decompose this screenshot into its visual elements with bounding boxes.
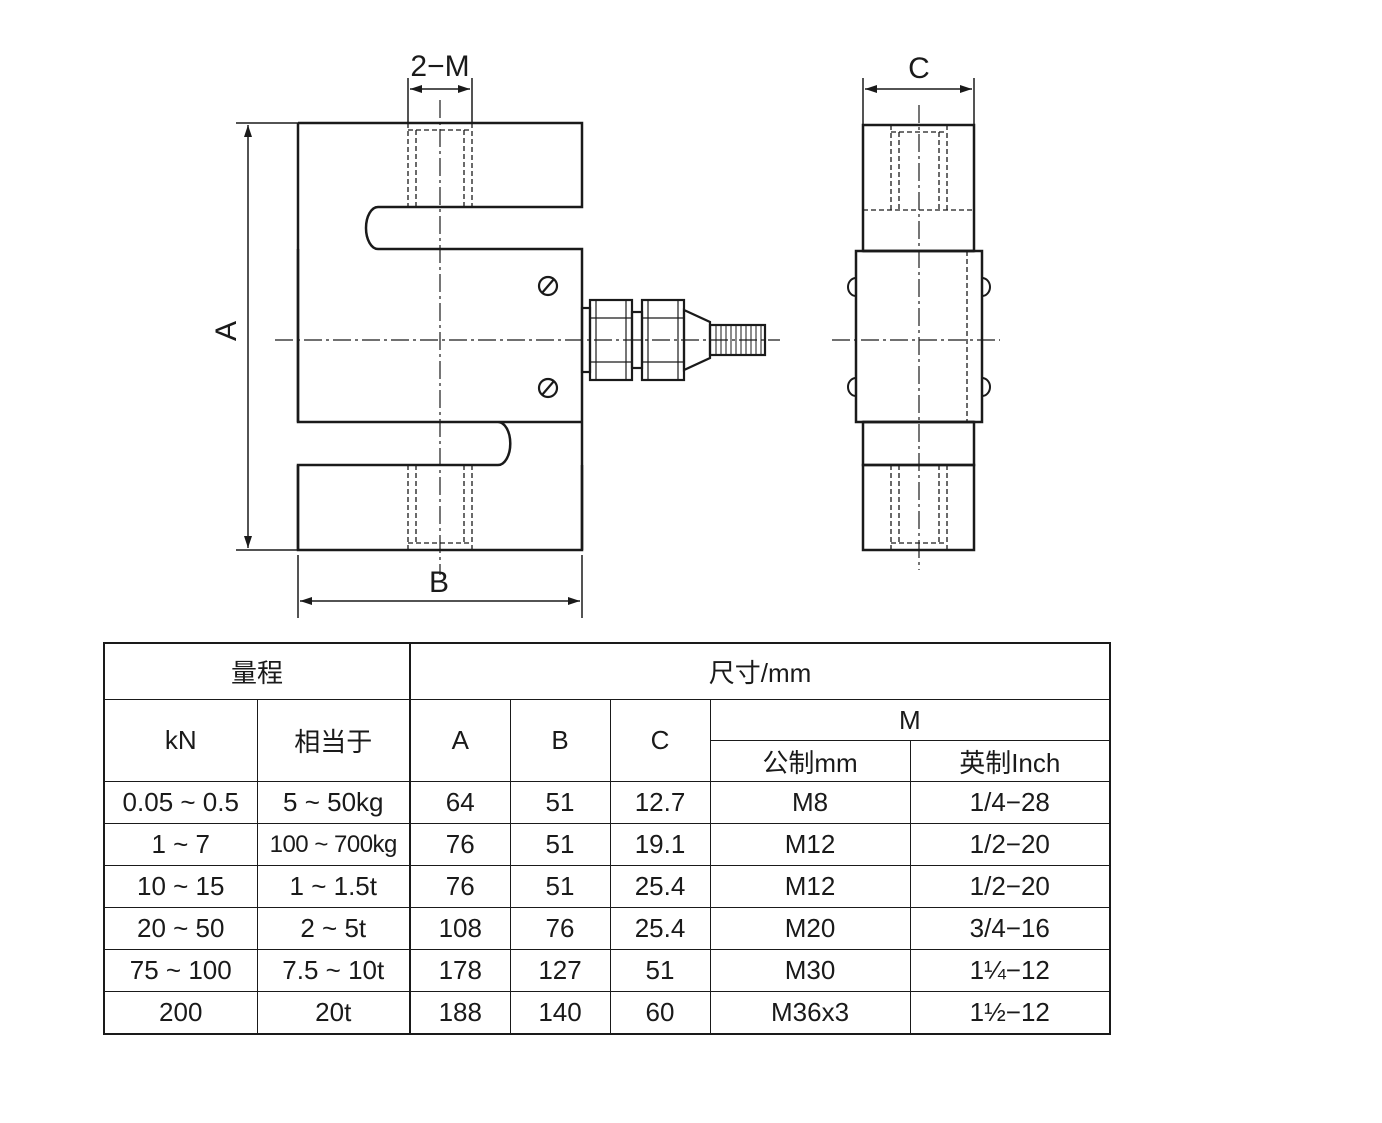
cell-b: 127 (509, 949, 611, 992)
cell-equivalent: 7.5 ~ 10t (256, 949, 412, 992)
cell-kn: 200 (103, 991, 258, 1035)
cell-kn: 10 ~ 15 (103, 865, 258, 908)
side-top-thread-hole (863, 125, 974, 211)
cell-c: 51 (609, 949, 711, 992)
cell-c: 60 (609, 991, 711, 1035)
cell-kn: 20 ~ 50 (103, 907, 258, 950)
cell-a: 108 (409, 907, 511, 950)
load-cell-drawing: 2−M A B (210, 50, 1000, 618)
table-row: 200 20t 188 140 60 M36x3 1½−12 (103, 991, 1111, 1035)
dimension-b (297, 555, 583, 618)
dimension-2m (407, 78, 473, 123)
cell-equivalent: 5 ~ 50kg (256, 781, 412, 824)
screw-top (537, 275, 559, 297)
cell-a: 64 (409, 781, 511, 824)
cell-b: 140 (509, 991, 611, 1035)
cell-a: 76 (409, 865, 511, 908)
label-2m: 2−M (410, 50, 469, 83)
header-metric: 公制mm (709, 740, 911, 782)
cell-kn: 0.05 ~ 0.5 (103, 781, 258, 824)
header-dimensions: 尺寸/mm (409, 642, 1111, 700)
cell-metric: M8 (709, 781, 911, 824)
cell-imperial: 1/2−20 (909, 823, 1111, 866)
cell-kn: 75 ~ 100 (103, 949, 258, 992)
cell-metric: M30 (709, 949, 911, 992)
cell-equivalent: 100 ~ 700kg (256, 823, 412, 866)
header-equivalent: 相当于 (256, 699, 412, 782)
label-c: C (908, 52, 930, 85)
header-c: C (609, 699, 711, 782)
cell-b: 51 (509, 865, 611, 908)
header-range: 量程 (103, 642, 412, 700)
cable-gland (580, 298, 767, 382)
cell-metric: M12 (709, 865, 911, 908)
cell-metric: M12 (709, 823, 911, 866)
cell-imperial: 1½−12 (909, 991, 1111, 1035)
cell-c: 19.1 (609, 823, 711, 866)
cell-b: 76 (509, 907, 611, 950)
header-m: M (709, 699, 1111, 741)
cell-metric: M20 (709, 907, 911, 950)
table-row: 20 ~ 50 2 ~ 5t 108 76 25.4 M20 3/4−16 (103, 907, 1111, 950)
cell-equivalent: 2 ~ 5t (256, 907, 412, 950)
cell-b: 51 (509, 823, 611, 866)
cell-imperial: 1/4−28 (909, 781, 1111, 824)
dimension-a (236, 122, 298, 551)
cell-a: 76 (409, 823, 511, 866)
thread-lines (715, 325, 762, 355)
table-row: 1 ~ 7 100 ~ 700kg 76 51 19.1 M12 1/2−20 (103, 823, 1111, 866)
s-beam-body-outline (296, 121, 584, 552)
cell-kn: 1 ~ 7 (103, 823, 258, 866)
cell-metric: M36x3 (709, 991, 911, 1035)
table-row: 10 ~ 15 1 ~ 1.5t 76 51 25.4 M12 1/2−20 (103, 865, 1111, 908)
table-row: 0.05 ~ 0.5 5 ~ 50kg 64 51 12.7 M8 1/4−28 (103, 781, 1111, 824)
front-view (236, 78, 780, 618)
cell-equivalent: 20t (256, 991, 412, 1035)
dimension-c (862, 78, 975, 125)
cell-equivalent: 1 ~ 1.5t (256, 865, 412, 908)
header-imperial: 英制Inch (909, 740, 1111, 782)
side-screw-bumps (847, 277, 991, 397)
side-view (832, 78, 1000, 570)
cell-a: 178 (409, 949, 511, 992)
header-b: B (509, 699, 611, 782)
cell-c: 25.4 (609, 907, 711, 950)
cell-c: 25.4 (609, 865, 711, 908)
cell-imperial: 3/4−16 (909, 907, 1111, 950)
cell-b: 51 (509, 781, 611, 824)
table-row: 75 ~ 100 7.5 ~ 10t 178 127 51 M30 1¼−12 (103, 949, 1111, 992)
cell-imperial: 1¼−12 (909, 949, 1111, 992)
label-a: A (210, 321, 243, 341)
screw-bottom (537, 377, 559, 399)
label-b: B (429, 566, 449, 599)
cell-c: 12.7 (609, 781, 711, 824)
specification-table: 量程 尺寸/mm kN 相当于 A B C M 公制mm 英制Inch 0.05… (103, 642, 1112, 1035)
cell-imperial: 1/2−20 (909, 865, 1111, 908)
header-kn: kN (103, 699, 258, 782)
header-a: A (409, 699, 511, 782)
cell-a: 188 (409, 991, 511, 1035)
